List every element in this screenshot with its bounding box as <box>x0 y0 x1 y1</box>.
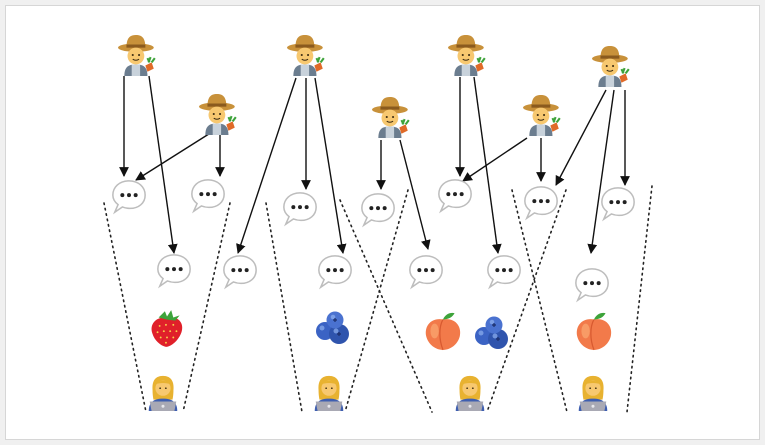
arrow <box>135 131 213 181</box>
farmers <box>117 33 630 139</box>
funnel-line-3-right <box>486 189 567 413</box>
funnel-line-3-left <box>339 199 433 413</box>
speech-bubbles <box>112 179 635 301</box>
funnel-line-1-right <box>182 202 231 413</box>
speech-bubble-icon <box>409 255 443 288</box>
speech-bubble-icon <box>283 192 317 225</box>
funnel-line-4-left <box>511 189 568 413</box>
arrow <box>462 137 528 182</box>
laptop-worker-icon <box>314 375 344 411</box>
speech-bubble-icon <box>487 255 521 288</box>
laptop-worker-icon <box>455 375 485 411</box>
diagram-panel <box>5 5 760 440</box>
funnel-line-1-left <box>103 202 147 413</box>
farmer-icon <box>286 33 325 77</box>
laptop-workers <box>148 375 608 411</box>
speech-bubble-icon <box>223 255 257 288</box>
arrow <box>555 89 607 186</box>
speech-bubble-icon <box>575 268 609 301</box>
speech-bubble-icon <box>524 186 558 219</box>
farmer-icon <box>447 33 486 77</box>
speech-bubble-icon <box>191 179 225 212</box>
laptop-worker-icon <box>578 375 608 411</box>
arrow <box>236 77 297 254</box>
blueberry-icon <box>315 310 350 345</box>
peach-icon <box>425 312 461 351</box>
speech-bubble-icon <box>438 179 472 212</box>
arrow <box>399 139 431 250</box>
speech-bubble-icon <box>112 180 146 213</box>
farmer-icon <box>198 92 237 136</box>
farmer-icon <box>591 44 630 89</box>
speech-bubble-icon <box>601 187 635 220</box>
arrow <box>314 77 347 254</box>
farmer-icon <box>371 95 410 139</box>
speech-bubble-icon <box>361 193 395 226</box>
arrows <box>119 75 630 254</box>
peach-icon <box>576 312 612 351</box>
farmer-icon <box>117 33 156 77</box>
funnel-line-2-left <box>265 202 303 413</box>
laptop-worker-icon <box>148 375 178 411</box>
funnel-line-4-right <box>626 185 653 413</box>
strawberry-icon <box>151 310 183 347</box>
dotted-funnel-lines <box>103 185 653 413</box>
funnel-line-2-right <box>344 189 409 413</box>
farmer-icon <box>522 93 561 137</box>
fruits <box>151 310 612 351</box>
speech-bubble-icon <box>157 254 191 287</box>
blueberry-icon <box>474 315 509 350</box>
arrow <box>587 89 615 254</box>
speech-bubble-icon <box>318 255 352 288</box>
